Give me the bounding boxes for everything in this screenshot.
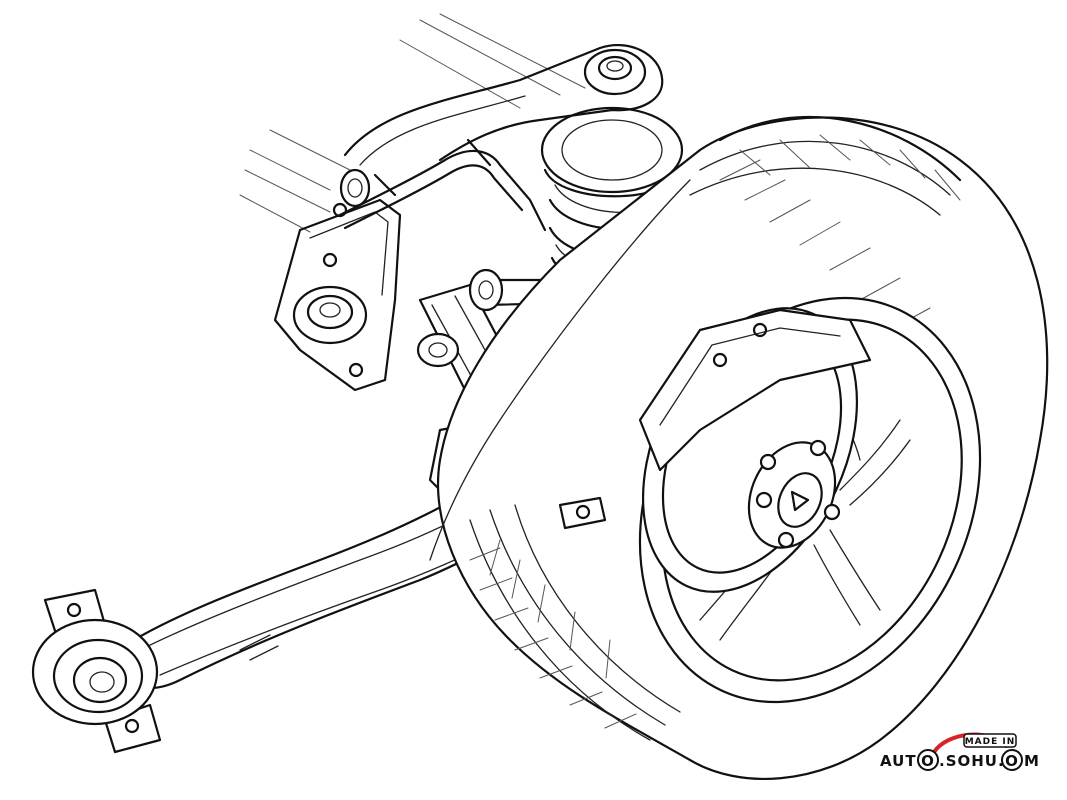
watermark-circle-right-text: O <box>1005 752 1019 770</box>
lower-arm-bushing <box>31 588 162 754</box>
watermark-text-right: M <box>1024 752 1040 770</box>
subframe-mount-plate <box>273 198 402 392</box>
watermark-circle-left-text: O <box>921 752 935 770</box>
body-subframe-rails <box>239 13 586 233</box>
watermark-circle-left <box>917 749 939 771</box>
autosohu-watermark-logo: MADE IN AUT O .SOHU.C O M <box>880 732 1040 771</box>
brake-cable <box>429 179 691 561</box>
watermark-badge-text: MADE IN <box>965 737 1016 747</box>
watermark-circle-right <box>1001 749 1023 771</box>
watermark-text-left: AUT <box>880 752 917 770</box>
anti-roll-bar <box>332 138 547 232</box>
watermark-badge <box>963 733 1017 748</box>
brake-caliper <box>558 308 872 530</box>
subframe-upper-arm <box>343 43 664 166</box>
watermark-text-mid: .SOHU.C <box>939 752 1017 770</box>
